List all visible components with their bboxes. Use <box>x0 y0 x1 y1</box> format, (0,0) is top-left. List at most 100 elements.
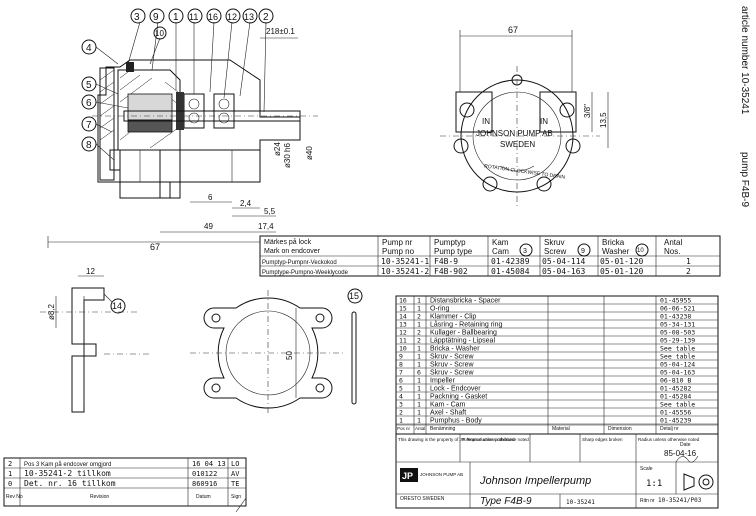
mark-header-3: Kam <box>492 238 509 247</box>
mark-header-0a: Märkes på lock <box>264 238 312 246</box>
svg-text:5: 5 <box>86 80 92 91</box>
parts-cell-name: Packning - Gasket <box>430 394 487 401</box>
parts-cell-pos: 16 <box>399 297 407 305</box>
jp-logo <box>400 468 418 482</box>
parts-cell-no: 01-45282 <box>660 385 691 393</box>
note-tolerance: Tolerance unless otherwise noted <box>462 437 529 442</box>
svg-text:TE: TE <box>231 480 239 488</box>
dim-135: 13,5 <box>599 112 608 128</box>
callout-9: 9 <box>149 8 165 24</box>
parts-cell-no: 06-06-521 <box>660 305 695 313</box>
svg-text:Nos.: Nos. <box>664 247 680 256</box>
svg-text:Screw: Screw <box>544 247 566 256</box>
parts-cell-qty: 2 <box>417 329 421 337</box>
parts-cell-pos: 5 <box>399 385 403 393</box>
parts-cell-no: See table <box>660 345 695 353</box>
dim-12: 12 <box>86 267 95 276</box>
svg-text:11: 11 <box>189 12 198 22</box>
mark-row-2: Pumptype-Pumpno-Weeklycode 10-35241-2 F4… <box>262 267 691 276</box>
parts-cell-name: Läpptätning - Lipseal <box>430 338 495 345</box>
parts-cell-pos: 8 <box>399 361 403 369</box>
parts-cell-pos: 14 <box>399 313 407 321</box>
parts-cell-qty: 2 <box>417 313 421 321</box>
mark-header-0b: Mark on endcover <box>264 248 321 255</box>
mark-header-4: Skruv <box>544 238 564 247</box>
svg-text:Washer: Washer <box>602 247 630 256</box>
callout-1: 1 <box>168 8 184 24</box>
parts-cell-name: Skruv - Screw <box>430 354 475 361</box>
dim-67-top: 67 <box>508 25 518 35</box>
parts-cell-qty: 1 <box>417 361 421 369</box>
svg-text:14: 14 <box>112 301 122 311</box>
parts-cell-qty: 1 <box>417 321 421 329</box>
parts-header-desc: Benämning <box>430 426 456 432</box>
dim-6: 6 <box>208 193 213 202</box>
callout-10: 10 <box>153 26 167 40</box>
svg-text:6: 6 <box>86 98 92 109</box>
svg-text:01-45084: 01-45084 <box>491 267 530 276</box>
svg-text:2: 2 <box>263 12 269 23</box>
parts-cell-name: Bricka - Washer <box>430 346 480 353</box>
parts-cell-pos: 13 <box>399 321 407 329</box>
dim-55: 5,5 <box>264 207 276 216</box>
revision-block: 2 Pos 3 Kam på endcover omgjord 16 04 13… <box>3 457 247 507</box>
dim-3-8: 3/8" <box>583 104 592 118</box>
parts-cell-name: Skruv - Screw <box>430 370 475 377</box>
svg-text:860916: 860916 <box>192 480 217 488</box>
rev-header-no: Rev No <box>6 494 23 500</box>
parts-cell-name: Kam - Cam <box>430 402 466 409</box>
svg-text:010122: 010122 <box>192 470 217 478</box>
parts-cell-name: Kullager - Ballbearing <box>430 330 497 337</box>
parts-cell-no: 01-45239 <box>660 417 691 425</box>
svg-text:1: 1 <box>173 12 179 23</box>
mark-header-2: Pumptyp <box>434 238 466 247</box>
mark-row-1: Pumptyp-Pumpnr-Veckokod 10-35241-1 F4B-9… <box>262 257 691 266</box>
parts-cell-pos: 10 <box>399 345 407 353</box>
dim-30: ø30 h6 <box>283 143 292 168</box>
parts-cell-pos: 7 <box>399 369 403 377</box>
parts-cell-qty: 1 <box>417 305 421 313</box>
svg-text:JP: JP <box>402 471 413 481</box>
svg-text:F4B-9: F4B-9 <box>434 257 458 266</box>
parts-cell-no: See table <box>660 353 695 361</box>
parts-cell-no: 05-04-163 <box>660 369 695 377</box>
svg-text:Det. nr. 16 tillkom: Det. nr. 16 tillkom <box>24 479 116 488</box>
dim-24: ø24 <box>273 142 282 156</box>
oring-view: 15 <box>347 288 363 405</box>
callout-8: 8 <box>81 136 97 152</box>
parts-cell-pos: 15 <box>399 305 407 313</box>
svg-text:1: 1 <box>8 470 12 478</box>
parts-header-no: Detalj nr <box>660 426 679 432</box>
country-label: SWEDEN <box>500 140 535 149</box>
callout-4: 4 <box>81 39 97 55</box>
dim-40: ø40 <box>305 146 314 160</box>
parts-header-pos: Pos nr <box>397 426 411 431</box>
svg-text:0: 0 <box>8 480 12 488</box>
scale-label: Scale <box>640 466 653 472</box>
gasket-view: 50 <box>190 290 346 416</box>
rev-header-sig: Sign <box>231 494 241 500</box>
parts-cell-name: Klammer - Clip <box>430 314 476 321</box>
parts-cell-qty: 1 <box>417 409 421 417</box>
rotation-label: ROTATION CLOCKWISE TO DRAIN <box>484 163 566 180</box>
marking-table: Märkes på lock Mark on endcover Pump nr … <box>259 235 721 277</box>
svg-text:10: 10 <box>155 29 164 38</box>
dim-82: ø8,2 <box>47 303 56 320</box>
parts-cell-name: Impeller <box>430 378 456 385</box>
revision-row-0: 0 Det. nr. 16 tillkom 860916 TE <box>8 479 239 488</box>
parts-cell-name: Axel - Shaft <box>430 410 466 417</box>
parts-cell-qty: 1 <box>417 353 421 361</box>
parts-cell-pos: 2 <box>399 409 403 417</box>
dim-174: 17,4 <box>258 222 274 231</box>
svg-text:Pumptype-Pumpno-Weeklycode: Pumptype-Pumpno-Weeklycode <box>262 270 349 276</box>
svg-text:Pump type: Pump type <box>434 247 473 256</box>
signature <box>675 455 699 463</box>
parts-cell-no: 01-45284 <box>660 393 691 401</box>
